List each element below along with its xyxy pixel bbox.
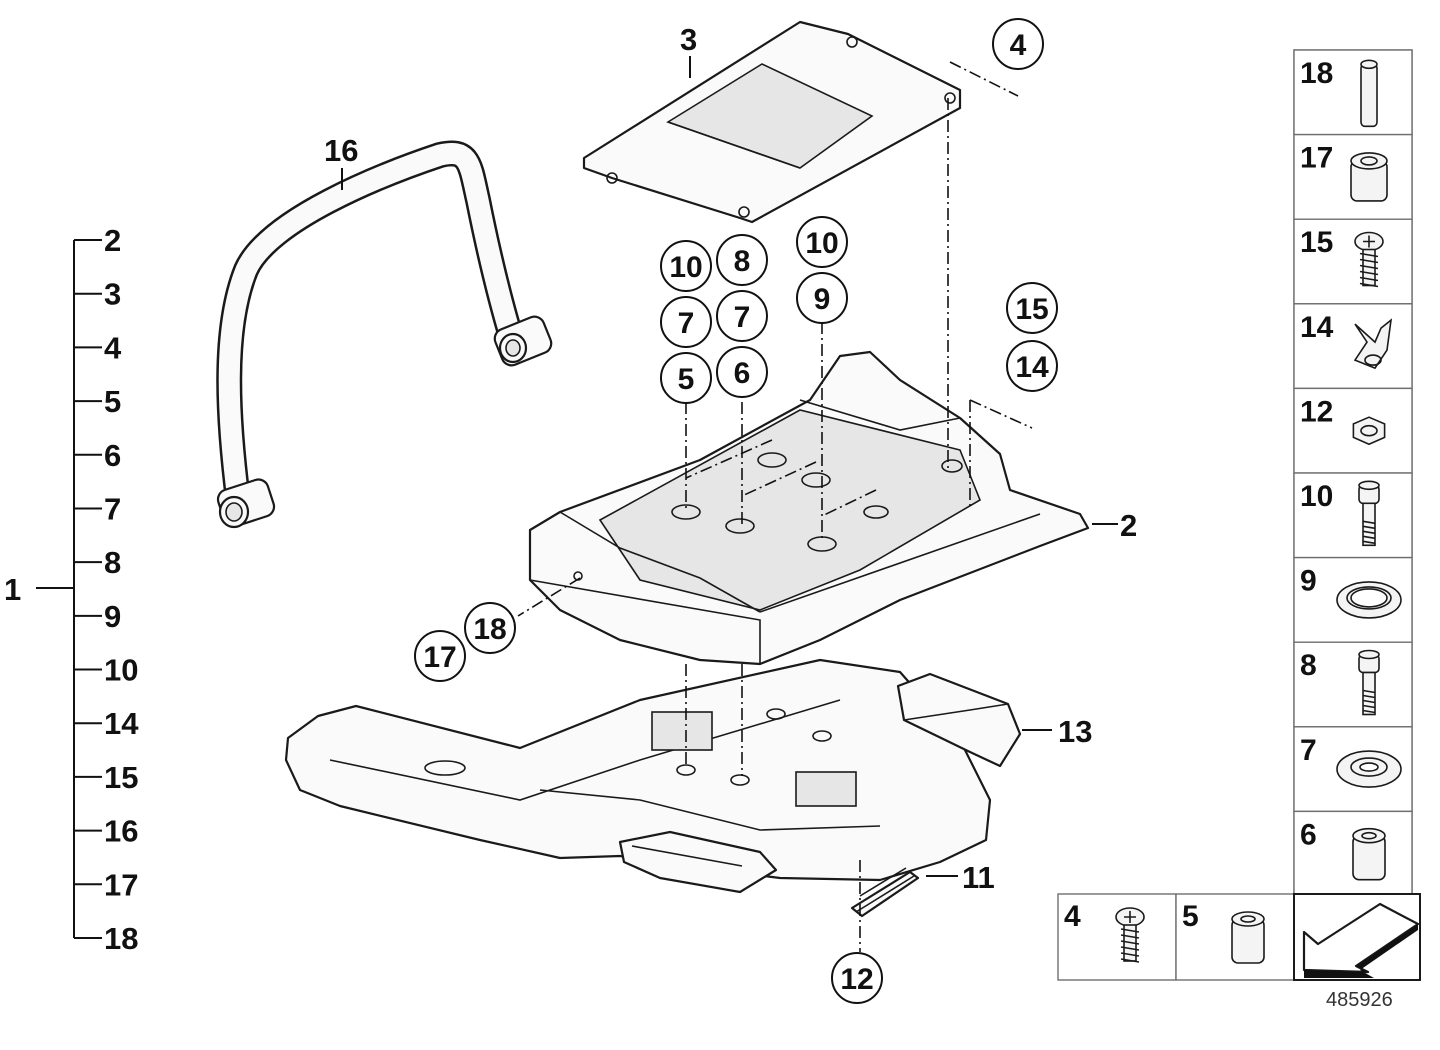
clip-nut-icon (1353, 318, 1393, 370)
assembly-item-14[interactable]: 14 (104, 706, 139, 741)
assembly-item-4[interactable]: 4 (104, 330, 122, 365)
parts-panel-cell-14[interactable]: 14 (1293, 303, 1413, 390)
callout-7-right[interactable]: 7 (716, 290, 768, 342)
parts-panel-label: 9 (1300, 565, 1317, 598)
assembly-parent-label: 1 (4, 572, 21, 607)
callout-9[interactable]: 9 (796, 272, 848, 324)
parts-panel-cell-6[interactable]: 6 (1293, 810, 1413, 897)
parts-panel-cell-15[interactable]: 15 (1293, 218, 1413, 305)
svg-text:4: 4 (1010, 29, 1027, 62)
assembly-item-2[interactable]: 2 (104, 223, 121, 258)
parts-panel-cell-17[interactable]: 17 (1293, 133, 1413, 220)
callout-7-left[interactable]: 7 (660, 296, 712, 348)
assembly-item-18[interactable]: 18 (104, 921, 138, 956)
base-carrier-part[interactable] (528, 350, 1090, 666)
assembly-item-9[interactable]: 9 (104, 599, 121, 634)
svg-text:7: 7 (678, 307, 695, 340)
callout-12[interactable]: 12 (831, 952, 883, 1004)
parts-bottom-label: 4 (1064, 900, 1081, 933)
parts-panel-cell-7[interactable]: 7 (1293, 726, 1413, 813)
label-11: 11 (962, 860, 995, 895)
washer-icon (1336, 750, 1402, 788)
assembly-item-17[interactable]: 17 (104, 867, 138, 902)
label-3: 3 (680, 22, 697, 57)
parts-panel-cell-9[interactable]: 9 (1293, 556, 1413, 643)
bolt-icon (1358, 649, 1380, 716)
parts-panel-label: 10 (1300, 480, 1333, 513)
parts-panel-label: 7 (1300, 734, 1317, 767)
parts-panel-label: 15 (1300, 226, 1333, 259)
label-leaders (341, 56, 1118, 877)
drawing-number: 485926 (1326, 989, 1393, 1011)
screw-icon (1354, 231, 1384, 288)
parts-panel-label: 14 (1300, 311, 1334, 344)
grab-handle-part[interactable] (215, 140, 554, 529)
svg-text:8: 8 (734, 245, 751, 278)
screw-icon (1115, 907, 1145, 963)
assembly-item-15[interactable]: 15 (104, 760, 138, 795)
fastening-bracket-part[interactable] (850, 867, 920, 918)
svg-text:18: 18 (473, 613, 506, 646)
cover-plate-part[interactable] (582, 20, 962, 224)
arrow-down-left-icon (1302, 902, 1420, 978)
spacer-icon (1231, 911, 1265, 964)
callout-5[interactable]: 5 (660, 352, 712, 404)
callout-17[interactable]: 17 (414, 630, 466, 682)
next-diagram-button[interactable] (1293, 893, 1421, 981)
parts-panel-label: 12 (1300, 395, 1333, 428)
assembly-item-6[interactable]: 6 (104, 438, 121, 473)
svg-text:14: 14 (1015, 351, 1049, 384)
callout-18[interactable]: 18 (464, 602, 516, 654)
assembly-item-5[interactable]: 5 (104, 384, 121, 419)
svg-text:10: 10 (805, 227, 838, 260)
callout-10-right[interactable]: 10 (796, 216, 848, 268)
svg-text:7: 7 (734, 301, 751, 334)
assembly-item-7[interactable]: 7 (104, 491, 121, 526)
callout-4[interactable]: 4 (992, 18, 1044, 70)
parts-panel-cell-8[interactable]: 8 (1293, 641, 1413, 728)
label-2: 2 (1120, 508, 1137, 543)
callout-14[interactable]: 14 (1006, 340, 1058, 392)
svg-text:15: 15 (1015, 293, 1048, 326)
seal-ring-icon (1336, 581, 1402, 619)
parts-bottom-label: 5 (1182, 900, 1199, 933)
assembly-item-3[interactable]: 3 (104, 277, 121, 312)
hex-nut-icon (1352, 416, 1386, 446)
label-13: 13 (1058, 714, 1092, 749)
assembly-lines (517, 61, 1033, 952)
callout-8[interactable]: 8 (716, 234, 768, 286)
parts-panel-label: 18 (1300, 57, 1333, 90)
bushing-icon (1350, 152, 1388, 202)
svg-text:17: 17 (423, 641, 456, 674)
parts-panel: 18 17 15 14 12 10 9 8 7 6 (1293, 49, 1413, 897)
callout-6[interactable]: 6 (716, 346, 768, 398)
assembly-item-10[interactable]: 10 (104, 653, 138, 688)
lower-carrier-part[interactable] (284, 658, 1022, 894)
sleeve-icon (1360, 59, 1378, 128)
parts-panel-label: 6 (1300, 818, 1317, 851)
spacer-icon (1352, 827, 1386, 881)
assembly-item-8[interactable]: 8 (104, 545, 121, 580)
callout-10-left[interactable]: 10 (660, 240, 712, 292)
parts-panel-cell-12[interactable]: 12 (1293, 387, 1413, 474)
assembly-item-16[interactable]: 16 (104, 814, 138, 849)
parts-panel-cell-10[interactable]: 10 (1293, 472, 1413, 559)
svg-text:12: 12 (840, 963, 873, 996)
parts-bottom-cell-5[interactable]: 5 (1175, 893, 1295, 981)
svg-text:5: 5 (678, 363, 695, 396)
svg-text:9: 9 (814, 283, 831, 316)
bolt-icon (1358, 480, 1380, 547)
parts-bottom-cell-4[interactable]: 4 (1057, 893, 1177, 981)
svg-text:10: 10 (669, 251, 702, 284)
assembly-tree: 1 2 3 4 5 6 7 8 9 10 14 15 16 17 18 (4, 223, 139, 956)
parts-panel-label: 8 (1300, 649, 1317, 682)
callout-15[interactable]: 15 (1006, 282, 1058, 334)
parts-panel-label: 17 (1300, 142, 1333, 175)
parts-panel-cell-18[interactable]: 18 (1293, 49, 1413, 136)
label-16: 16 (324, 133, 358, 168)
svg-text:6: 6 (734, 357, 751, 390)
